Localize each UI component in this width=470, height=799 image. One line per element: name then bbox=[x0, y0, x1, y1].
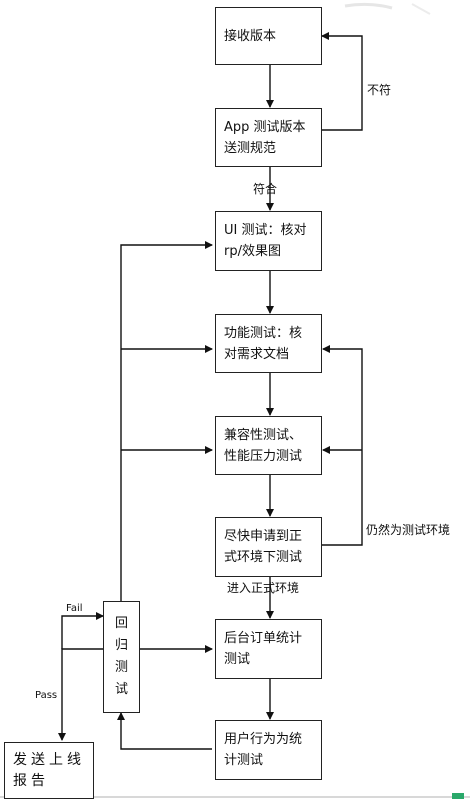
node-functional-test-label: 功能测试：核对需求文档 bbox=[224, 325, 303, 362]
edge-label-fail: Fail bbox=[66, 603, 83, 614]
node-user-behavior-test-label: 用户行为为统计测试 bbox=[224, 732, 303, 768]
decorative-mark-2 bbox=[411, 3, 431, 15]
arrow-regress-to-ui bbox=[120, 241, 213, 601]
edge-label-enter-prod: 进入正式环境 bbox=[227, 581, 300, 595]
node-regression-test: 回归测试 bbox=[103, 601, 140, 713]
arrow-pass bbox=[58, 648, 103, 741]
edge-label-match: 符合 bbox=[253, 182, 278, 196]
node-backend-order-test-label: 后台订单统计测试 bbox=[224, 631, 303, 667]
arrow-fail bbox=[61, 612, 104, 649]
node-apply-prod-test-label: 尽快申请到正式环境下测试 bbox=[224, 529, 303, 565]
edge-label-still-test-env: 仍然为测试环境 bbox=[366, 523, 451, 537]
edge-label-not-match: 不符 bbox=[367, 83, 392, 97]
node-backend-order-test: 后台订单统计测试 bbox=[215, 619, 322, 679]
corner-marker bbox=[452, 793, 464, 799]
decorative-mark bbox=[344, 2, 393, 10]
arrow-still-test-env-loop bbox=[322, 345, 363, 546]
node-send-spec-label: App 测试版本送测规范 bbox=[224, 119, 306, 156]
node-release-report-label: 发送上线报告 bbox=[13, 751, 85, 789]
node-functional-test: 功能测试：核对需求文档 bbox=[215, 314, 322, 373]
node-compat-perf-test: 兼容性测试、性能压力测试 bbox=[215, 416, 322, 475]
node-send-spec: App 测试版本送测规范 bbox=[215, 108, 322, 167]
edge-label-pass: Pass bbox=[35, 690, 58, 701]
node-ui-test-label: UI 测试：核对rp/效果图 bbox=[224, 223, 307, 259]
arrow-behavior-to-regress bbox=[117, 712, 212, 750]
node-apply-prod-test: 尽快申请到正式环境下测试 bbox=[215, 517, 322, 577]
node-receive-version: 接收版本 bbox=[215, 7, 322, 65]
node-ui-test: UI 测试：核对rp/效果图 bbox=[215, 211, 322, 271]
node-compat-perf-test-label: 兼容性测试、性能压力测试 bbox=[224, 427, 303, 464]
arrow-not-match-loop bbox=[321, 32, 363, 131]
node-user-behavior-test: 用户行为为统计测试 bbox=[215, 720, 322, 780]
node-receive-version-label: 接收版本 bbox=[224, 28, 277, 44]
node-regression-test-label: 回归测试 bbox=[114, 616, 128, 697]
node-release-report: 发送上线报告 bbox=[4, 742, 94, 799]
